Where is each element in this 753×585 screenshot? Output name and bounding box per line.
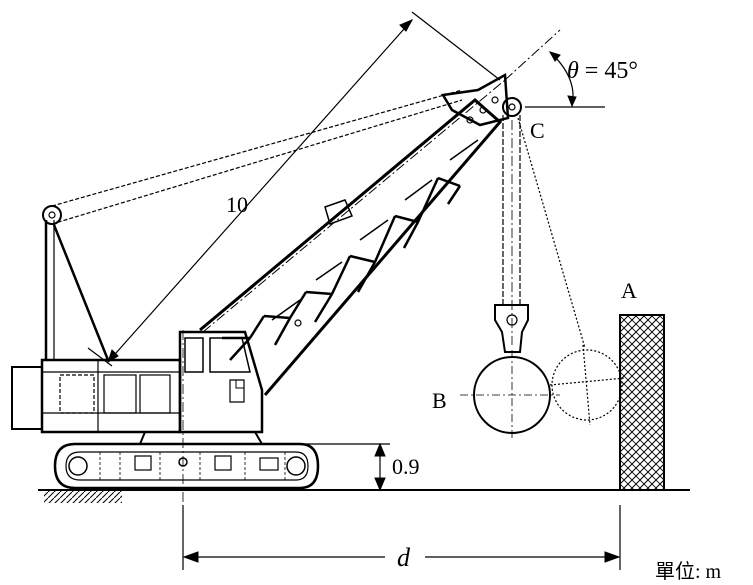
ground-hatch bbox=[44, 491, 122, 503]
gantry-mast bbox=[42, 205, 110, 361]
boom-length-dimension bbox=[87, 11, 501, 367]
point-c-label: C bbox=[530, 118, 545, 143]
crane-body bbox=[11, 358, 182, 434]
angle-indicator bbox=[504, 29, 605, 108]
wrecking-ball bbox=[460, 350, 560, 440]
height-dimension bbox=[300, 442, 390, 492]
distance-label: d bbox=[397, 543, 411, 572]
boom bbox=[199, 72, 522, 396]
swing-path bbox=[517, 117, 626, 426]
boom-length-label: 10 bbox=[226, 192, 248, 217]
angle-symbol: θ bbox=[567, 58, 579, 84]
turntable bbox=[138, 431, 264, 445]
point-b-label: B bbox=[432, 388, 447, 413]
distance-dimension bbox=[182, 505, 621, 570]
cab bbox=[178, 330, 264, 434]
crawler-track bbox=[53, 442, 320, 490]
unit-label: 單位: m bbox=[655, 560, 722, 583]
pendant-cables bbox=[51, 89, 463, 225]
wall-a bbox=[619, 314, 665, 491]
base-height-label: 0.9 bbox=[392, 454, 420, 479]
angle-value: = 45° bbox=[579, 58, 638, 84]
angle-label: θ = 45° bbox=[567, 58, 638, 84]
point-a-label: A bbox=[621, 278, 637, 303]
hoist-cable bbox=[494, 115, 529, 353]
